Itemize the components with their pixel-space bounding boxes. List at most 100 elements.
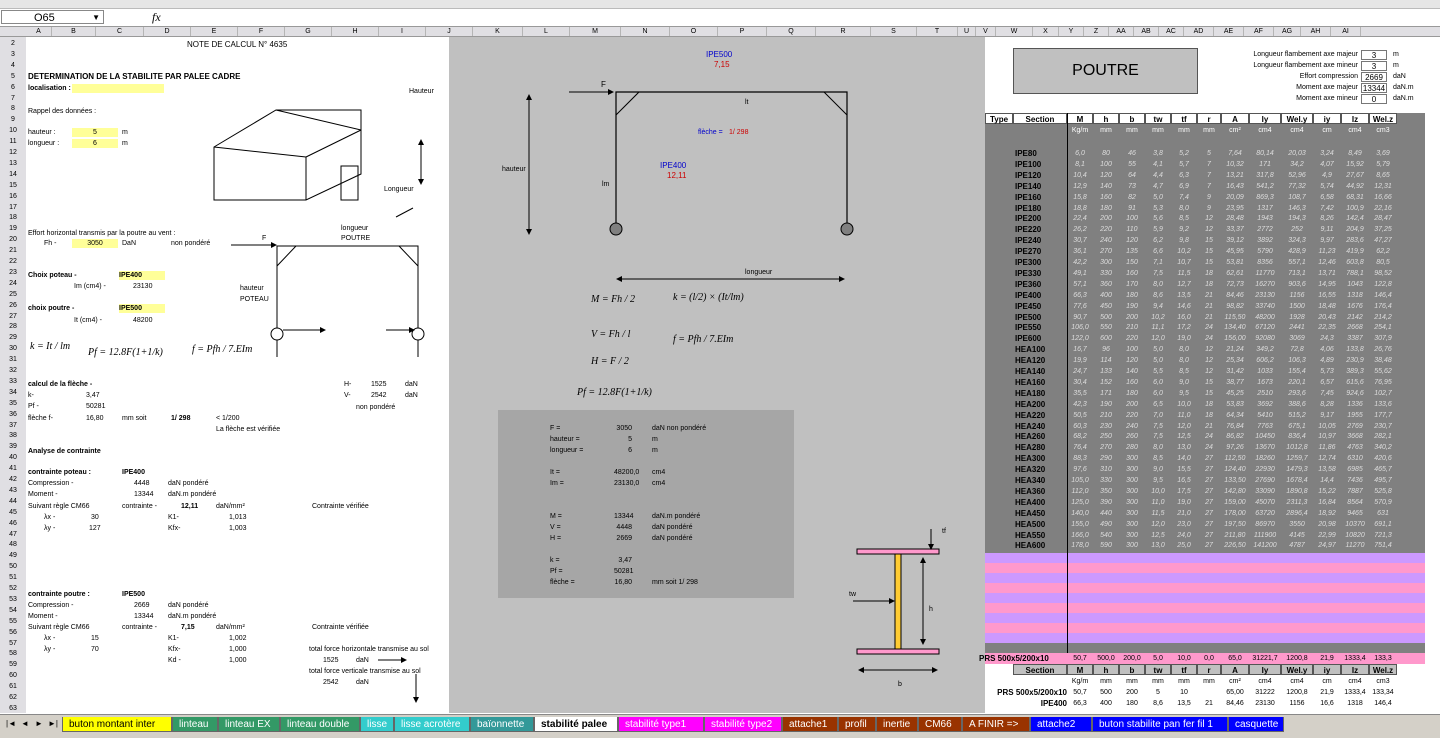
row-header[interactable]: 52 <box>9 585 17 592</box>
column-header[interactable]: P <box>718 27 767 36</box>
param-input[interactable]: 13344 <box>1361 83 1387 93</box>
row-header[interactable]: 51 <box>9 574 17 582</box>
bottom-header-cell[interactable]: iy <box>1313 664 1341 675</box>
row-header[interactable]: 58 <box>9 650 17 658</box>
table-header-cell[interactable]: h <box>1093 113 1119 124</box>
table-header-cell[interactable]: Type <box>985 113 1013 124</box>
row-header[interactable]: 32 <box>9 367 17 374</box>
column-header[interactable]: AA <box>1109 27 1134 36</box>
column-header[interactable]: AE <box>1214 27 1244 36</box>
sheet-tab[interactable]: inertie <box>876 717 918 732</box>
row-header[interactable]: 3 <box>11 50 15 58</box>
sheet-tab[interactable]: attache1 <box>782 717 838 732</box>
row-header[interactable]: 39 <box>9 443 17 451</box>
table-header-cell[interactable]: tf <box>1171 113 1197 124</box>
column-header[interactable]: V <box>976 27 996 36</box>
column-header[interactable]: AB <box>1134 27 1159 36</box>
row-header[interactable]: 7 <box>11 94 15 102</box>
table-header-cell[interactable]: Wel.z <box>1369 113 1397 124</box>
row-header[interactable]: 16 <box>9 192 17 200</box>
row-header[interactable]: 49 <box>9 552 17 560</box>
row-header[interactable]: 28 <box>9 323 17 331</box>
column-header[interactable]: Y <box>1059 27 1084 36</box>
hauteur-input[interactable]: 5 <box>72 128 118 137</box>
row-header[interactable]: 23 <box>9 268 17 276</box>
row-header[interactable]: 35 <box>9 399 17 407</box>
bottom-header-cell[interactable]: M <box>1067 664 1093 675</box>
row-header[interactable]: 54 <box>9 606 17 614</box>
table-header-cell[interactable]: M <box>1067 113 1093 124</box>
column-header[interactable]: L <box>523 27 570 36</box>
row-header[interactable]: 14 <box>9 170 17 178</box>
row-header[interactable]: 48 <box>9 541 17 549</box>
table-header-cell[interactable]: tw <box>1145 113 1171 124</box>
row-header[interactable]: 11 <box>9 138 17 146</box>
table-header-cell[interactable]: iy <box>1313 113 1341 124</box>
row-header[interactable]: 40 <box>9 454 17 462</box>
row-header[interactable]: 41 <box>9 465 17 473</box>
column-header[interactable]: W <box>996 27 1033 36</box>
row-header[interactable]: 61 <box>9 683 17 691</box>
column-header[interactable]: B <box>52 27 96 36</box>
row-header[interactable]: 59 <box>9 661 17 669</box>
column-header[interactable]: O <box>670 27 718 36</box>
name-box[interactable]: O65▼ <box>1 10 104 24</box>
row-header[interactable]: 27 <box>9 312 17 320</box>
row-header[interactable]: 53 <box>9 595 17 603</box>
row-header[interactable]: 57 <box>9 639 17 647</box>
row-header[interactable]: 45 <box>9 508 17 516</box>
bottom-header-cell[interactable]: Wel.y <box>1281 664 1313 675</box>
column-header[interactable]: AI <box>1331 27 1361 36</box>
table-header-cell[interactable]: r <box>1197 113 1221 124</box>
sheet-tab[interactable]: CM66 <box>918 717 962 732</box>
column-header[interactable]: Z <box>1084 27 1109 36</box>
row-header[interactable]: 50 <box>9 563 17 571</box>
bottom-header-cell[interactable]: r <box>1197 664 1221 675</box>
row-header[interactable]: 33 <box>9 377 17 385</box>
bottom-header-cell[interactable]: tf <box>1171 664 1197 675</box>
longueur-input[interactable]: 6 <box>72 139 118 148</box>
bottom-header-cell[interactable]: A <box>1221 664 1249 675</box>
column-header[interactable]: E <box>191 27 238 36</box>
row-header[interactable]: 26 <box>9 301 17 309</box>
row-header[interactable]: 34 <box>9 388 17 396</box>
sheet-tab[interactable]: linteau <box>172 717 218 732</box>
row-header[interactable]: 56 <box>9 628 17 636</box>
table-header-cell[interactable]: Iy <box>1249 113 1281 124</box>
column-header[interactable]: J <box>426 27 473 36</box>
bottom-header-cell[interactable]: b <box>1119 664 1145 675</box>
sheet-tab[interactable]: attache2 <box>1030 717 1092 732</box>
row-header[interactable]: 22 <box>9 258 17 265</box>
bottom-header-cell[interactable]: Wel.z <box>1369 664 1397 675</box>
row-header[interactable]: 42 <box>9 476 17 483</box>
row-header[interactable]: 63 <box>9 704 17 712</box>
sheet-tab[interactable]: lisse acrotère <box>394 717 470 732</box>
row-header[interactable]: 2 <box>11 40 15 47</box>
param-input[interactable]: 2669 <box>1361 72 1387 82</box>
table-header-cell[interactable]: b <box>1119 113 1145 124</box>
prev-sheet-icon[interactable]: ◄ <box>21 719 29 728</box>
param-input[interactable]: 0 <box>1361 94 1387 104</box>
column-header[interactable]: AD <box>1184 27 1214 36</box>
last-sheet-icon[interactable]: ►| <box>48 719 58 728</box>
sheet-tab[interactable]: stabilité type1 <box>618 717 704 732</box>
